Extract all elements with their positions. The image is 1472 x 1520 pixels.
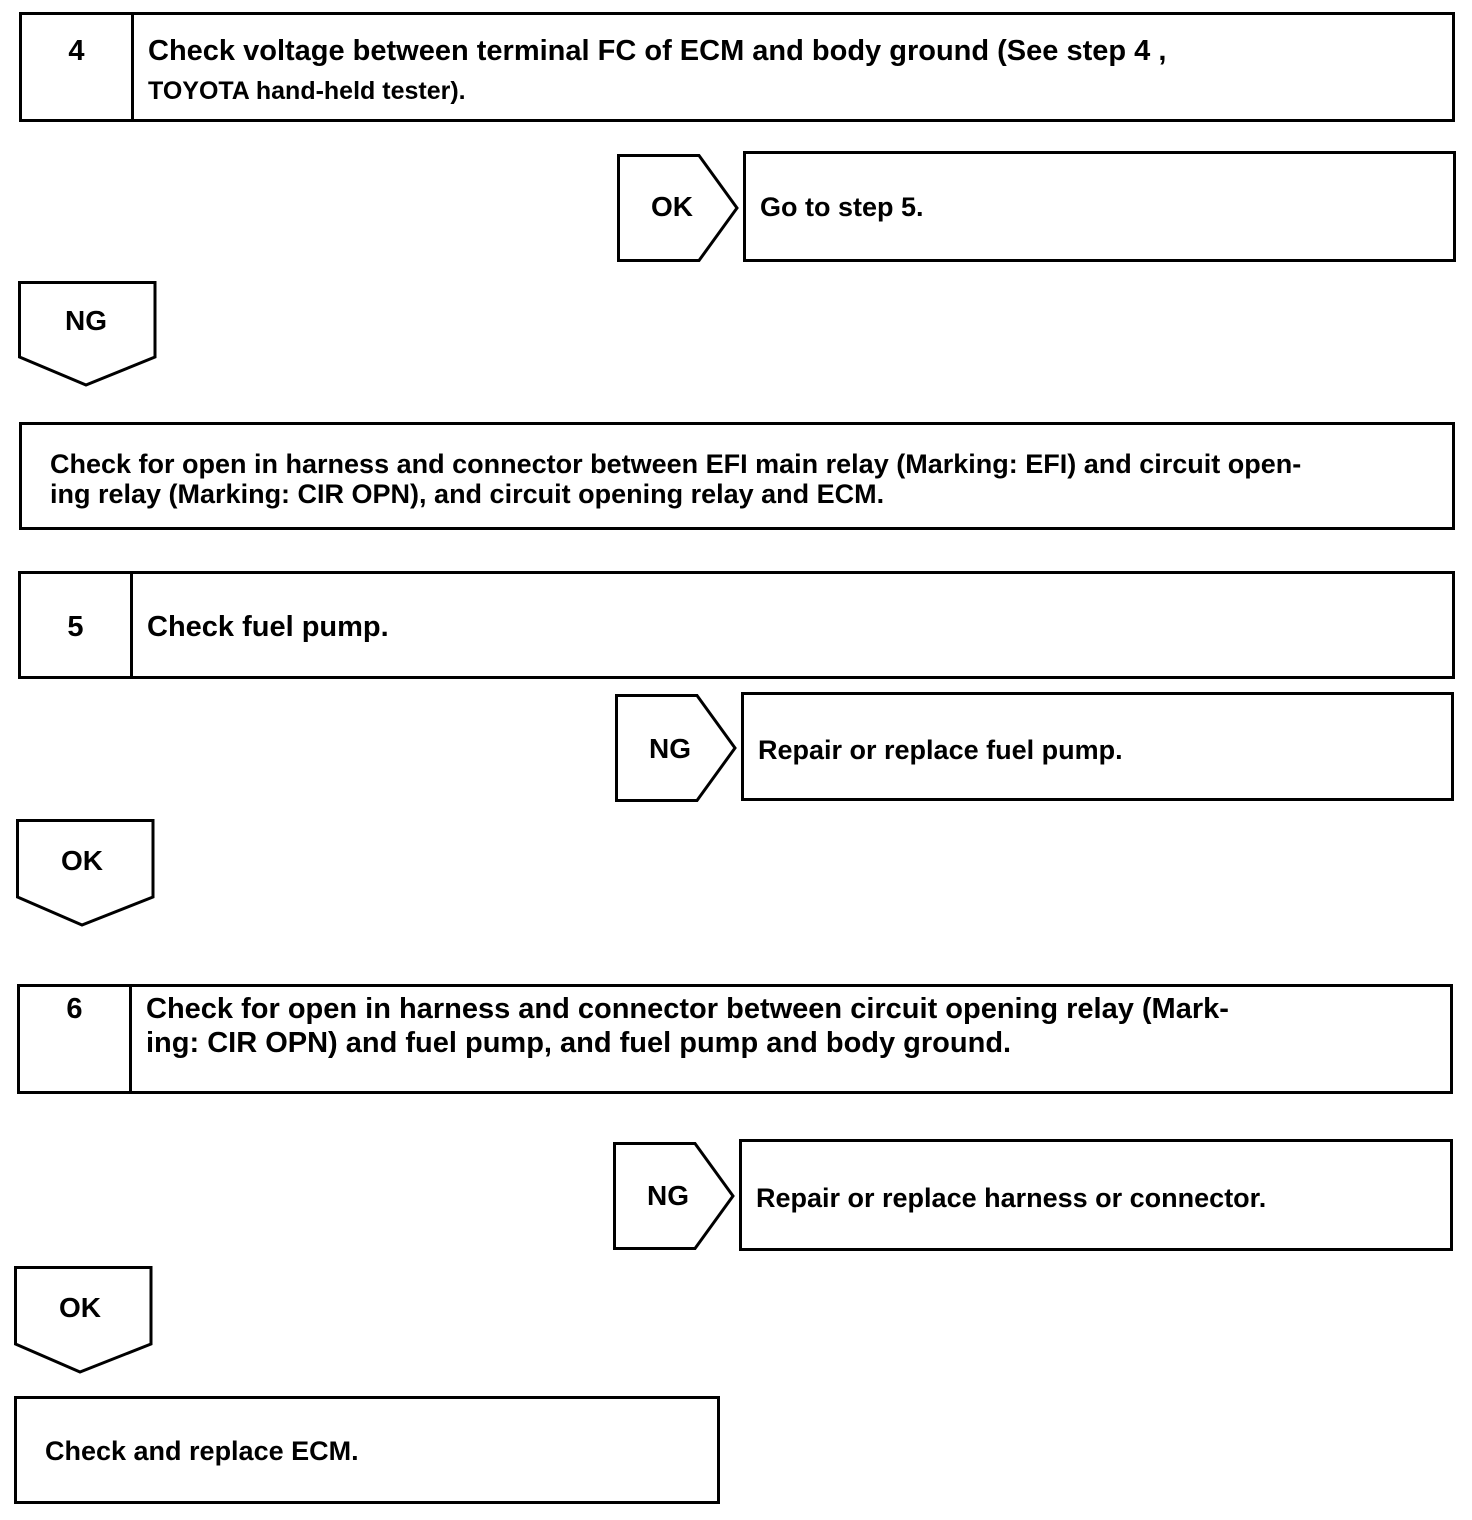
step-4-ng-arrow (18, 281, 157, 387)
step-4-ok-result-box: Go to step 5. (743, 151, 1456, 262)
step-4-box: 4 Check voltage between terminal FC of E… (19, 12, 1455, 122)
step-5-text: Check fuel pump. (147, 611, 389, 643)
step-5-number: 5 (21, 574, 133, 676)
step-5-ng-result-text: Repair or replace fuel pump. (758, 735, 1123, 765)
final-action-text: Check and replace ECM. (45, 1436, 359, 1466)
check-harness-efi-line2: ing relay (Marking: CIR OPN), and circui… (50, 479, 885, 509)
step-4-number: 4 (22, 15, 134, 119)
step-6-text-line1: Check for open in harness and connector … (146, 993, 1229, 1025)
step-5-ok-arrow (16, 819, 155, 927)
step-6-ok-label: OK (59, 1292, 101, 1323)
step-6-ng-arrow (613, 1142, 735, 1250)
step-4-ok-arrow (617, 154, 739, 262)
check-harness-efi-box: Check for open in harness and connector … (19, 422, 1455, 530)
step-6-ng-result-box: Repair or replace harness or connector. (739, 1139, 1453, 1251)
step-5-ok-label: OK (61, 845, 103, 876)
final-action-box: Check and replace ECM. (14, 1396, 720, 1504)
step-5-box: 5 Check fuel pump. (18, 571, 1455, 679)
step-5-ng-arrow (615, 694, 737, 802)
step-6-ng-label: NG (647, 1180, 689, 1211)
step-6-ng-result-text: Repair or replace harness or connector. (756, 1183, 1267, 1213)
step-6-text-line2: ing: CIR OPN) and fuel pump, and fuel pu… (146, 1027, 1012, 1059)
check-harness-efi-line1: Check for open in harness and connector … (50, 449, 1302, 479)
step-6-number: 6 (20, 987, 132, 1091)
step-4-text-line1: Check voltage between terminal FC of ECM… (148, 35, 1167, 67)
step-6-ok-arrow (14, 1266, 153, 1374)
step-4-ng-label: NG (65, 305, 107, 336)
step-4-text-line2: TOYOTA hand-held tester). (148, 77, 466, 105)
step-4-ok-label: OK (651, 191, 693, 222)
step-5-ng-label: NG (649, 733, 691, 764)
step-5-ng-result-box: Repair or replace fuel pump. (741, 692, 1454, 801)
step-6-box: 6 Check for open in harness and connecto… (17, 984, 1453, 1094)
step-4-ok-result-text: Go to step 5. (760, 192, 924, 222)
